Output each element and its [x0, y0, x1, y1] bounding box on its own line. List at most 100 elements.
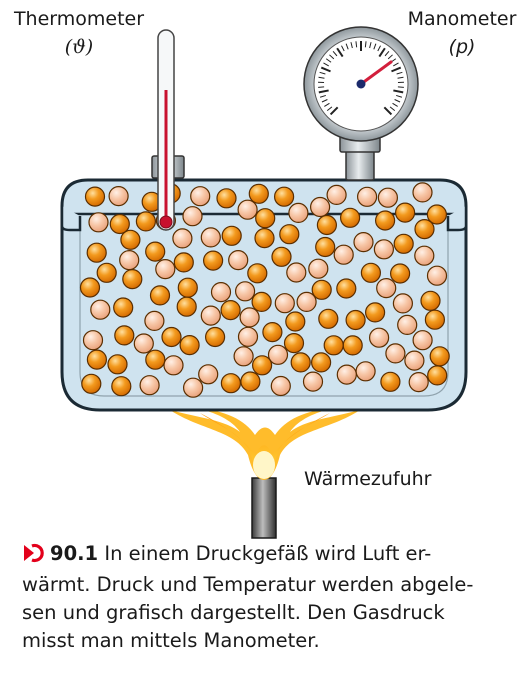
- gas-particle-dark: [149, 285, 171, 306]
- gauge-tick: [369, 42, 372, 49]
- gas-particle-dark: [220, 300, 241, 321]
- gauge-tick: [391, 66, 402, 73]
- gas-particle-light: [200, 305, 221, 326]
- gas-particle-light: [190, 186, 211, 207]
- gauge-tick: [345, 43, 349, 50]
- gas-particle-dark: [380, 371, 401, 392]
- manometer-gauge: [303, 26, 419, 142]
- gas-particle-dark: [109, 213, 130, 235]
- gas-particle-light: [182, 206, 203, 227]
- gas-particle-dark: [247, 263, 268, 284]
- gauge-tick: [341, 45, 345, 52]
- gas-particle-light: [82, 330, 104, 351]
- gas-particle-dark: [145, 349, 166, 370]
- gas-particle-light: [286, 262, 307, 283]
- gauge-tick: [323, 62, 329, 67]
- gauge-tick: [396, 71, 403, 75]
- gas-particle-dark: [414, 219, 435, 240]
- gauge-tick: [394, 99, 401, 103]
- gas-particle-dark: [240, 371, 261, 392]
- gas-particle-light: [139, 375, 160, 396]
- gas-particle-dark: [111, 376, 132, 397]
- gauge-tick: [329, 54, 335, 60]
- gas-particle-light: [198, 364, 219, 385]
- gas-particle-light: [308, 258, 329, 279]
- gauge-tick: [336, 47, 344, 58]
- burner-pipe: [251, 477, 277, 539]
- gas-particle-light: [183, 377, 204, 398]
- gas-particle-light: [385, 343, 406, 364]
- gas-particle-dark: [279, 224, 300, 245]
- gas-particle-dark: [251, 291, 272, 312]
- gas-particle-light: [326, 184, 347, 205]
- gas-particle-dark: [315, 236, 336, 258]
- gas-particle-dark: [318, 308, 339, 329]
- gas-particle-dark: [177, 277, 198, 298]
- gas-particle-light: [302, 371, 324, 392]
- gauge-tick: [387, 54, 393, 60]
- gas-particle-dark: [395, 202, 416, 223]
- gas-particle-dark: [365, 302, 386, 323]
- caption-line-3: sen und grafisch dargestellt. Den Gasdru…: [22, 601, 445, 624]
- gauge-tick: [377, 45, 381, 52]
- gas-particle-dark: [161, 326, 182, 348]
- gas-particle-light: [235, 281, 256, 302]
- gauge-tick: [350, 42, 353, 49]
- gauge-tick: [332, 50, 338, 57]
- gauge-needle: [359, 60, 393, 86]
- gauge-tick: [355, 41, 358, 48]
- gas-particle-dark: [79, 277, 101, 298]
- gas-particle-light: [357, 186, 378, 207]
- gas-particle-dark: [216, 188, 237, 209]
- figure-number: 90.1: [50, 542, 99, 565]
- gas-particle-light: [163, 355, 184, 376]
- arrow-marker-icon: [22, 543, 46, 571]
- gas-particle-light: [237, 326, 259, 347]
- gauge-tick: [383, 106, 393, 116]
- gauge-tick: [373, 43, 377, 50]
- thermometer: [157, 29, 175, 231]
- gas-particle-dark: [220, 373, 241, 394]
- gauge-tick: [389, 106, 396, 112]
- gas-particle-dark: [176, 296, 197, 317]
- gas-particle-light: [355, 361, 376, 382]
- gas-particle-dark: [86, 242, 107, 263]
- gas-particle-light: [296, 291, 317, 312]
- gas-particle-light: [274, 293, 295, 314]
- gas-particles: [79, 182, 450, 398]
- gas-particle-dark: [86, 349, 108, 370]
- gas-particle-dark: [342, 335, 363, 356]
- gas-particle-dark: [203, 250, 224, 271]
- gas-particle-light: [333, 244, 354, 265]
- gauge-tick: [326, 106, 333, 112]
- gas-particle-dark: [290, 352, 311, 373]
- gas-particle-dark: [114, 325, 135, 346]
- gas-particle-light: [172, 228, 193, 249]
- flame: [170, 408, 360, 480]
- gas-particle-dark: [429, 346, 450, 367]
- gauge-tick: [321, 99, 328, 103]
- gas-particle-dark: [81, 373, 102, 394]
- gas-particle-dark: [205, 326, 226, 348]
- gauge-tick: [318, 76, 325, 79]
- gauge-tick: [392, 102, 398, 107]
- gas-particle-light: [369, 327, 390, 348]
- gas-particle-dark: [336, 278, 357, 299]
- gas-particle-light: [270, 375, 291, 397]
- gauge-tick: [324, 102, 330, 107]
- gas-particle-light: [228, 250, 249, 271]
- gas-particle-dark: [316, 214, 337, 236]
- gas-particle-light: [404, 350, 425, 371]
- gas-particle-light: [288, 202, 309, 223]
- gas-particle-dark: [426, 204, 447, 225]
- gas-particle-light: [392, 293, 413, 314]
- manometer-label: Manometer: [407, 8, 517, 30]
- gas-particle-dark: [323, 335, 344, 356]
- gas-particle-dark: [311, 352, 332, 373]
- gas-particle-dark: [135, 211, 156, 232]
- gas-particle-dark: [285, 311, 306, 332]
- gas-particle-light: [133, 333, 154, 354]
- gauge-tick: [396, 94, 403, 98]
- gas-particle-light: [412, 330, 433, 351]
